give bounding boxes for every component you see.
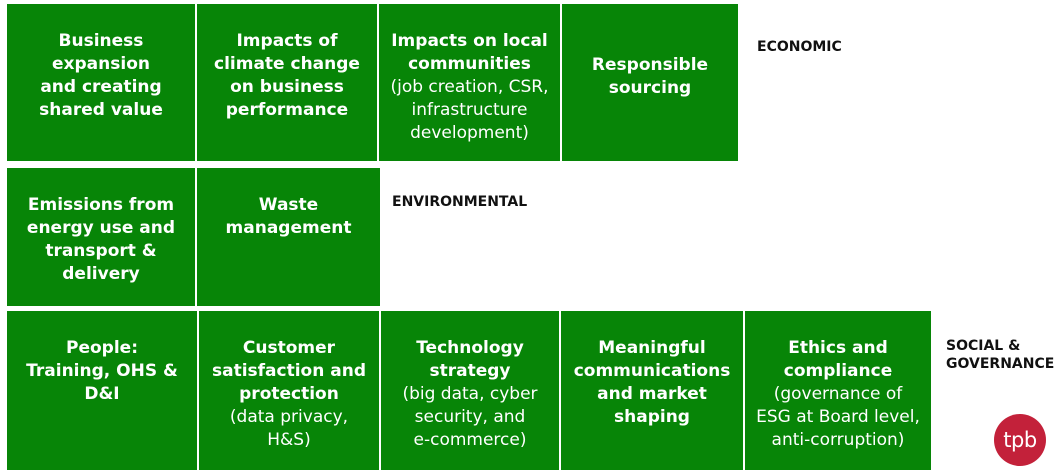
- social-governance-label: SOCIAL & GOVERNANCE: [946, 338, 1055, 372]
- social-box-meaningful-communications: Meaningful communications and market sha…: [561, 311, 743, 470]
- economic-box-climate-impacts: Impacts of climate change on business pe…: [197, 4, 377, 161]
- economic-box-business-expansion: Business expansion and creating shared v…: [7, 4, 195, 161]
- box-subtitle: (data privacy, H&S): [229, 407, 349, 450]
- economic-box-responsible-sourcing: Responsible sourcing: [562, 4, 738, 161]
- social-box-customer-satisfaction: Customer satisfaction and protection (da…: [199, 311, 379, 470]
- social-box-technology-strategy: Technology strategy (big data, cyber sec…: [381, 311, 559, 470]
- box-title: Impacts on local communities: [391, 31, 548, 74]
- environmental-box-emissions: Emissions from energy use and transport …: [7, 168, 195, 306]
- environmental-label: ENVIRONMENTAL: [392, 194, 528, 210]
- box-title: People: Training, OHS & D&I: [26, 338, 178, 404]
- box-title: Meaningful communications and market sha…: [573, 338, 731, 427]
- box-title: Emissions from energy use and transport …: [26, 195, 176, 284]
- box-title: Ethics and compliance: [783, 338, 893, 381]
- tpb-logo: tpb: [994, 414, 1046, 466]
- box-title: Responsible sourcing: [591, 55, 709, 98]
- box-subtitle: (governance of ESG at Board level, anti-…: [756, 384, 920, 450]
- environmental-box-waste: Waste management: [197, 168, 380, 306]
- logo-text: tpb: [1003, 428, 1037, 452]
- economic-box-local-communities: Impacts on local communities (job creati…: [379, 4, 560, 161]
- box-title: Technology strategy: [416, 338, 524, 381]
- box-title: Customer satisfaction and protection: [211, 338, 366, 404]
- social-box-people: People: Training, OHS & D&I: [7, 311, 197, 470]
- social-box-ethics-compliance: Ethics and compliance (governance of ESG…: [745, 311, 931, 470]
- box-subtitle: (job creation, CSR, infrastructure devel…: [390, 77, 549, 143]
- box-title: Business expansion and creating shared v…: [39, 31, 163, 120]
- box-title: Waste management: [225, 195, 352, 238]
- economic-label: ECONOMIC: [757, 39, 842, 55]
- box-subtitle: (big data, cyber security, and e-commerc…: [402, 384, 538, 450]
- box-title: Impacts of climate change on business pe…: [214, 31, 360, 120]
